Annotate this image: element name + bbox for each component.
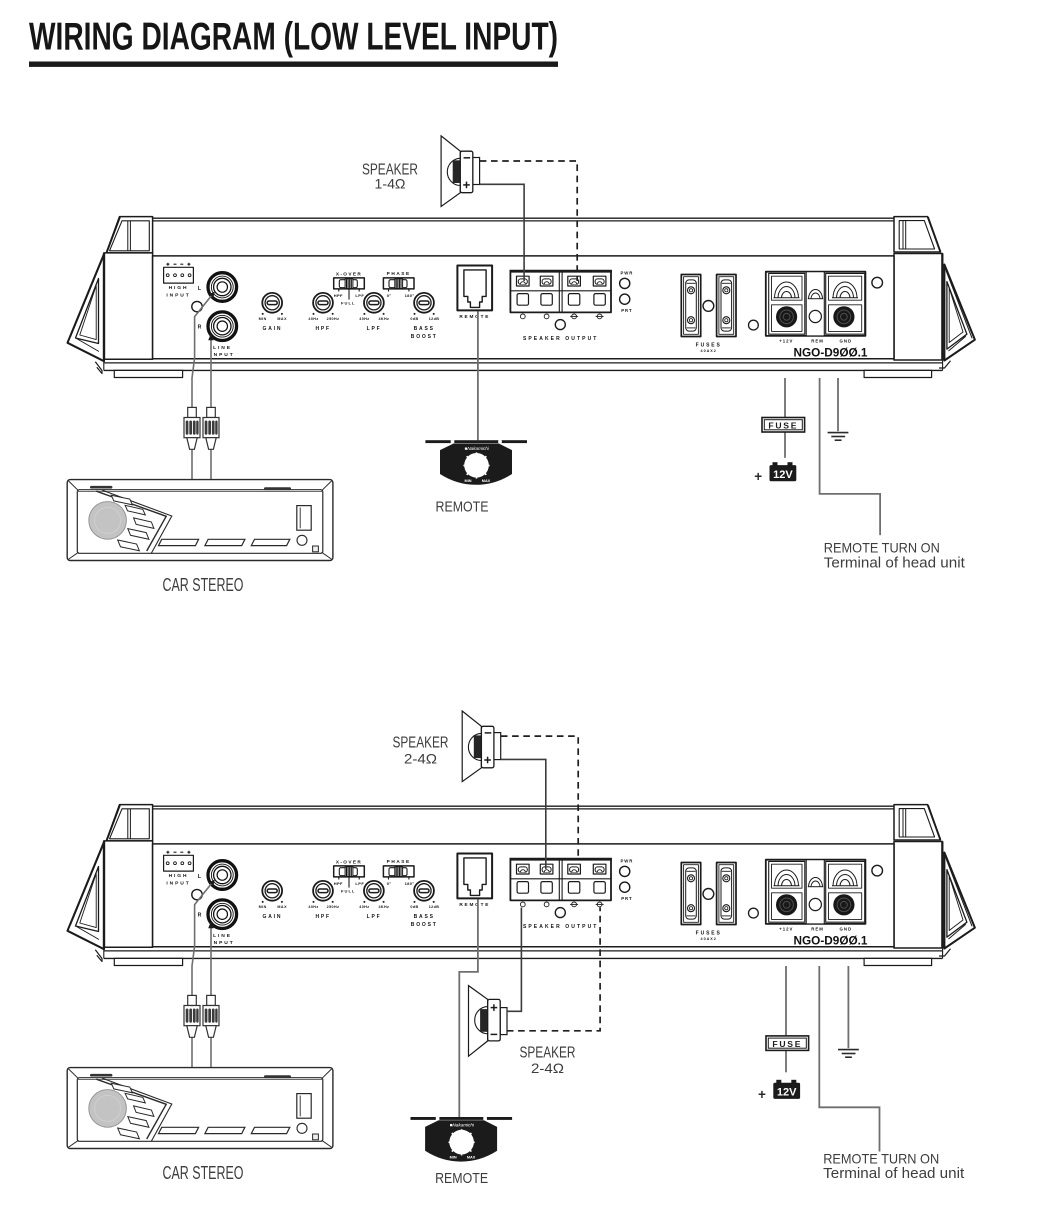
svg-text:REMOTE: REMOTE [459, 314, 490, 319]
svg-text:R: R [198, 324, 202, 330]
svg-text:LINE: LINE [213, 345, 232, 351]
svg-text:FUSE: FUSE [768, 420, 798, 430]
svg-text:+12V: +12V [779, 339, 793, 344]
svg-text:NGO-D9ØØ.1: NGO-D9ØØ.1 [794, 346, 868, 360]
svg-text:INPUT: INPUT [210, 352, 234, 358]
svg-text:L: L [198, 286, 202, 292]
svg-text:HIGH: HIGH [169, 285, 189, 291]
svg-text:SPEAKER OUTPUT: SPEAKER OUTPUT [523, 336, 599, 342]
svg-text:REM: REM [811, 339, 824, 344]
svg-text:12V: 12V [773, 469, 793, 481]
svg-text:4KHz: 4KHz [378, 317, 389, 321]
svg-text:PWR: PWR [621, 270, 634, 275]
svg-text:FUSES: FUSES [696, 342, 722, 348]
svg-text:HPF: HPF [315, 326, 330, 332]
svg-text:REMOTE: REMOTE [435, 1171, 488, 1187]
svg-text:HPF: HPF [334, 293, 343, 298]
svg-text:1-4Ω: 1-4Ω [375, 177, 406, 192]
svg-text:+: + [758, 1087, 766, 1102]
svg-text:SPEAKER: SPEAKER [362, 161, 418, 178]
svg-text:WIRING DIAGRAM (LOW LEVEL INPU: WIRING DIAGRAM (LOW LEVEL INPUT) [29, 16, 558, 59]
svg-text:180°: 180° [405, 293, 415, 298]
svg-text:BOOST: BOOST [411, 334, 438, 340]
svg-text:BASS: BASS [414, 326, 435, 332]
svg-text:Terminal of head unit: Terminal of head unit [824, 556, 965, 572]
svg-text:MAX: MAX [277, 317, 287, 321]
svg-text:250Hz: 250Hz [327, 317, 340, 321]
svg-text:Terminal of head unit: Terminal of head unit [823, 1166, 964, 1182]
svg-text:REMOTE TURN ON: REMOTE TURN ON [823, 1150, 939, 1166]
svg-text:2-4Ω: 2-4Ω [404, 751, 437, 766]
svg-text:40Hz: 40Hz [359, 317, 369, 321]
svg-text:MIN: MIN [259, 317, 267, 321]
svg-text:LPF: LPF [355, 293, 364, 298]
svg-text:FULL: FULL [341, 300, 356, 305]
svg-text:12dB: 12dB [429, 317, 440, 321]
svg-text:REMOTE TURN ON: REMOTE TURN ON [824, 540, 940, 556]
svg-text:SPEAKER: SPEAKER [393, 734, 449, 751]
svg-text:FUSE: FUSE [772, 1039, 802, 1049]
svg-text:CAR STEREO: CAR STEREO [163, 575, 244, 595]
svg-text:12V: 12V [777, 1086, 797, 1098]
svg-text:2-4Ω: 2-4Ω [531, 1061, 564, 1076]
svg-text:INPUT: INPUT [166, 292, 190, 298]
svg-text:REMOTE: REMOTE [436, 500, 489, 516]
svg-text:GAIN: GAIN [263, 326, 283, 332]
svg-text:PRT: PRT [621, 308, 632, 313]
svg-text:0dB: 0dB [410, 317, 418, 321]
svg-text:40Hz: 40Hz [308, 317, 318, 321]
svg-text:LPF: LPF [367, 326, 382, 332]
svg-text:PHASE: PHASE [387, 271, 411, 276]
svg-text:SPEAKER: SPEAKER [520, 1045, 576, 1062]
svg-text:X-OVER: X-OVER [336, 271, 362, 276]
svg-text:GND: GND [840, 339, 853, 344]
svg-text:0°: 0° [387, 293, 392, 298]
svg-text:40AX2: 40AX2 [701, 349, 717, 353]
svg-text:+: + [754, 469, 762, 484]
